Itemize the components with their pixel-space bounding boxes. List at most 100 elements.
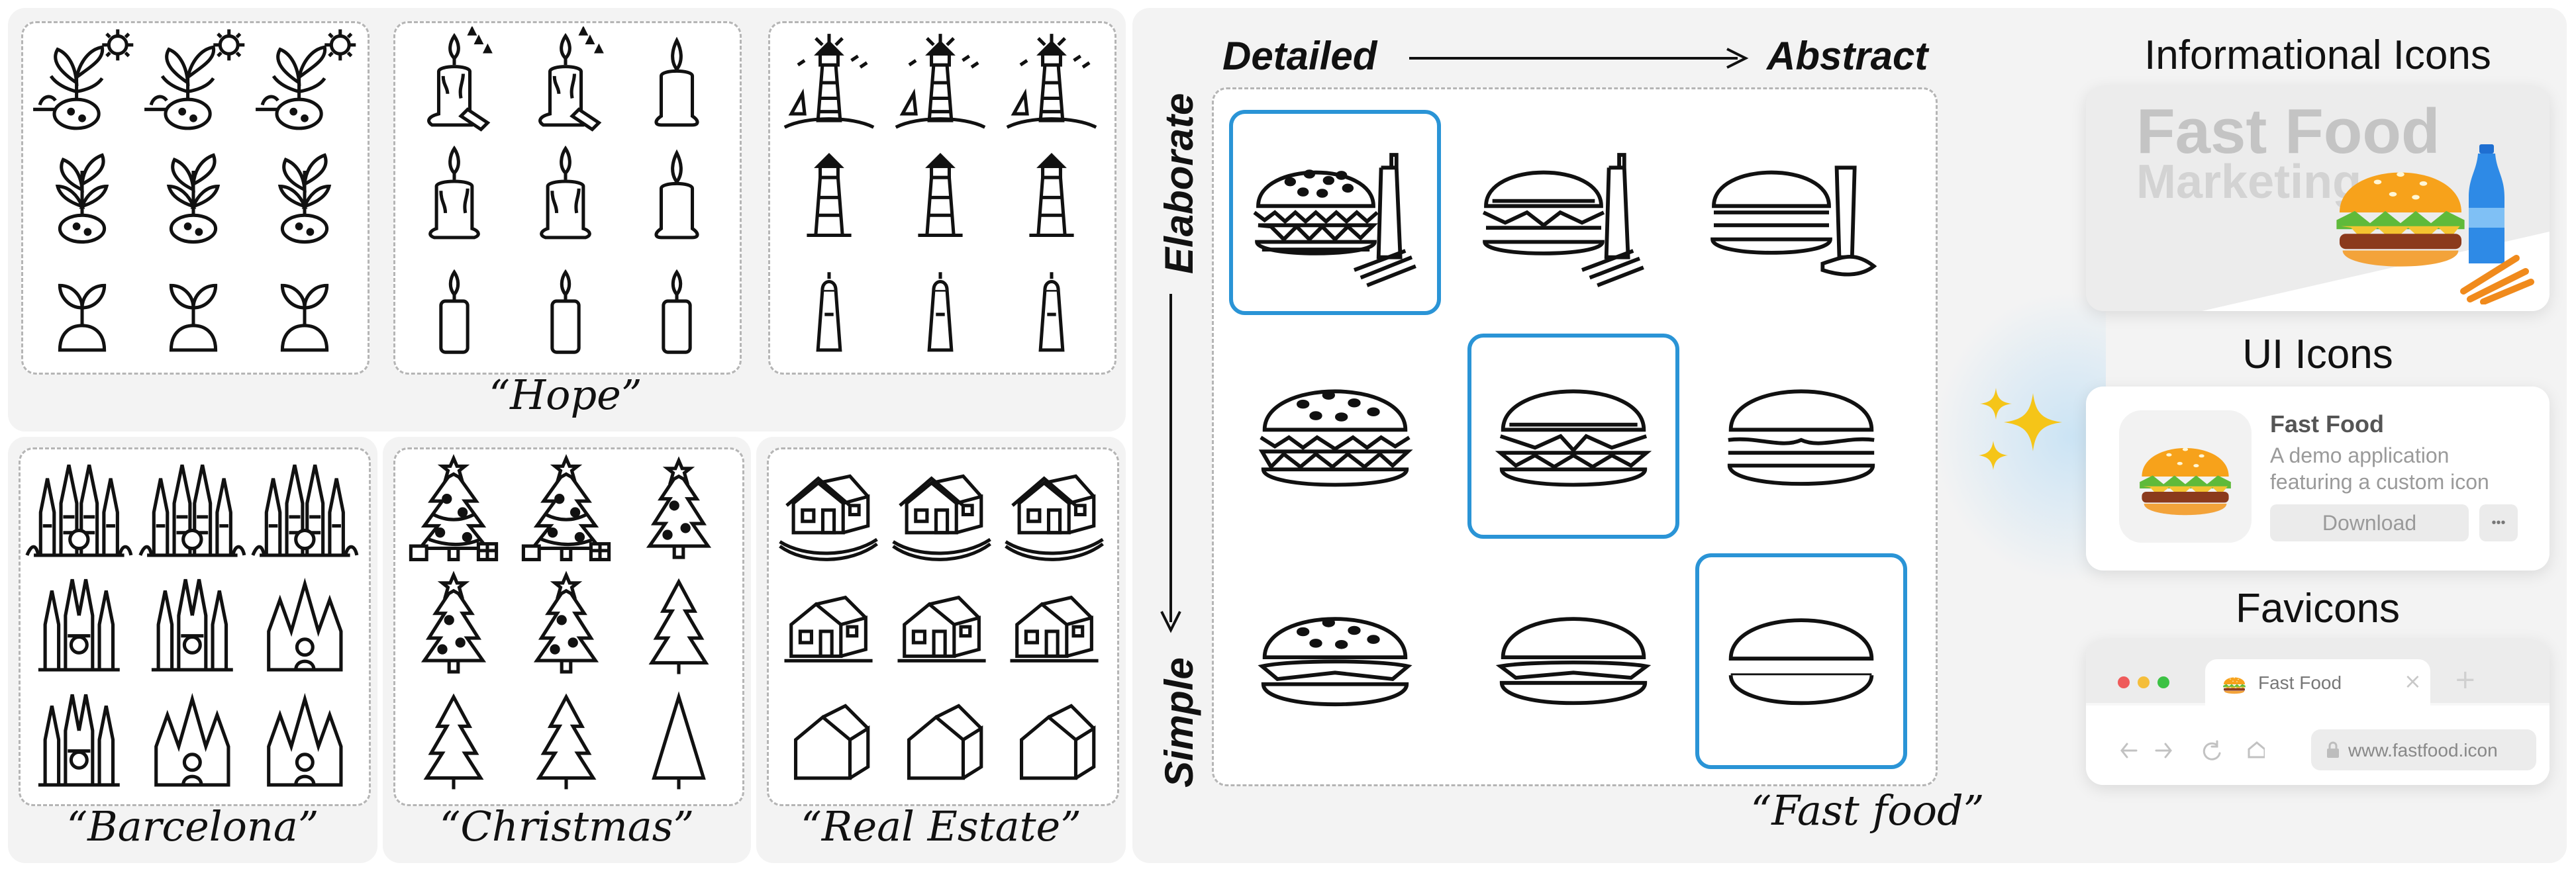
christmas-icon-grid (397, 453, 735, 797)
app-description-line-2: featuring a custom icon (2270, 470, 2489, 494)
app-icon-tile (2119, 410, 2252, 543)
burger-combo-icon (1239, 126, 1431, 298)
burger-icon (1705, 575, 1897, 747)
sagrada-familia-icon (248, 567, 362, 682)
marketing-headline: Fast Food (2136, 96, 2440, 167)
more-options-button[interactable]: ••• (2479, 504, 2518, 541)
christmas-tree-icon (397, 453, 510, 567)
window-close-dot[interactable] (2118, 676, 2130, 688)
caption-barcelona: “Barcelona” (66, 802, 319, 850)
plant-icon (249, 252, 360, 364)
candle-icon (510, 252, 621, 364)
candle-icon (621, 26, 732, 139)
sagrada-familia-icon (136, 682, 249, 797)
burger-icon (1239, 350, 1431, 522)
burger-combo-icon (1467, 126, 1659, 298)
house-icon (771, 453, 884, 567)
caption-hope: “Hope” (489, 371, 642, 419)
tab-close-icon[interactable]: × (2404, 668, 2422, 694)
barcelona-icon-grid (23, 453, 362, 797)
axis-label-detailed: Detailed (1222, 34, 1377, 78)
candle-icon (399, 252, 510, 364)
caption-fast-food: “Fast food” (1750, 786, 1985, 835)
informational-card: Fast Food Marketing (2086, 86, 2550, 311)
browser-tab[interactable]: Fast Food × (2205, 659, 2430, 706)
lighthouse-icon (996, 252, 1107, 364)
back-arrow-icon (2120, 743, 2138, 758)
burger-icon (1477, 574, 1669, 746)
house-icon (997, 453, 1110, 567)
app-name: Fast Food (2270, 410, 2384, 437)
new-tab-icon[interactable]: + (2454, 665, 2477, 695)
fast-food-cell[interactable] (1695, 334, 1907, 539)
plant-icon (26, 139, 138, 252)
fast-food-cell[interactable] (1467, 557, 1679, 762)
forward-arrow-icon (2155, 743, 2172, 758)
lighthouse-icon (773, 139, 885, 252)
burger-combo-icon (1695, 126, 1887, 298)
fast-food-cell[interactable] (1229, 334, 1441, 539)
candle-icon (399, 139, 510, 252)
sagrada-familia-icon (136, 453, 249, 567)
arrow-down-icon (1160, 294, 1181, 633)
candle-icon-grid (399, 26, 732, 364)
lighthouse-icon (885, 26, 996, 139)
axis-label-elaborate: Elaborate (1157, 93, 1201, 274)
lighthouse-icon (996, 139, 1107, 252)
house-icon (884, 567, 997, 682)
plant-icon (138, 139, 249, 252)
house-icon (884, 682, 997, 797)
download-button[interactable]: Download (2270, 504, 2469, 541)
ui-icons-title: UI Icons (2242, 332, 2393, 377)
fast-food-cell[interactable] (1229, 557, 1441, 762)
candle-icon (510, 26, 621, 139)
reload-icon (2203, 740, 2221, 760)
fast-food-cell-selected[interactable] (1695, 553, 1907, 769)
sagrada-familia-icon (23, 567, 136, 682)
christmas-tree-icon (510, 567, 622, 682)
address-bar[interactable]: www.fastfood.icon (2311, 729, 2536, 770)
sagrada-familia-icon (136, 567, 249, 682)
home-icon (2248, 741, 2265, 758)
sparkle-glow (1934, 291, 2106, 582)
burger-icon (1239, 574, 1431, 746)
ui-app-card: Fast Food A demo application featuring a… (2086, 387, 2550, 571)
browser-window-card: Fast Food × + www.fastfood.icon (2086, 639, 2550, 785)
informational-icons-title: Informational Icons (2144, 32, 2491, 78)
nav-icons (2120, 740, 2265, 760)
plant-icon (138, 26, 249, 139)
christmas-tree-icon (622, 567, 735, 682)
lighthouse-icon (885, 252, 996, 364)
christmas-tree-icon (510, 453, 622, 567)
candle-icon (510, 139, 621, 252)
christmas-tree-icon (397, 567, 510, 682)
house-icon (771, 567, 884, 682)
arrow-right-icon (1409, 48, 1749, 69)
candle-icon (621, 252, 732, 364)
fast-food-cell[interactable] (1457, 110, 1669, 315)
plant-icon (26, 252, 138, 364)
window-maximize-dot[interactable] (2157, 676, 2169, 688)
burger-color-icon (2324, 143, 2477, 282)
window-minimize-dot[interactable] (2138, 676, 2150, 688)
caption-real-estate: “Real Estate” (801, 802, 1081, 850)
lighthouse-icon (996, 26, 1107, 139)
app-description-line-1: A demo application (2270, 443, 2450, 467)
house-icon (771, 682, 884, 797)
marketing-subheadline: Marketing (2136, 156, 2362, 208)
fast-food-cell-selected[interactable] (1467, 334, 1679, 539)
fast-food-cell-selected[interactable] (1229, 110, 1441, 315)
axis-label-abstract: Abstract (1767, 34, 1928, 78)
tab-title: Fast Food (2258, 672, 2342, 693)
plant-icon (249, 26, 360, 139)
fast-food-cell[interactable] (1685, 110, 1897, 315)
sagrada-familia-icon (248, 682, 362, 797)
plant-icon (249, 139, 360, 252)
lock-icon (2327, 741, 2339, 758)
soda-bottle-icon (2469, 144, 2504, 263)
house-icon (997, 567, 1110, 682)
christmas-tree-icon (622, 453, 735, 567)
plant-icon (26, 26, 138, 139)
burger-icon (1705, 350, 1897, 522)
burger-color-icon (2131, 428, 2240, 526)
